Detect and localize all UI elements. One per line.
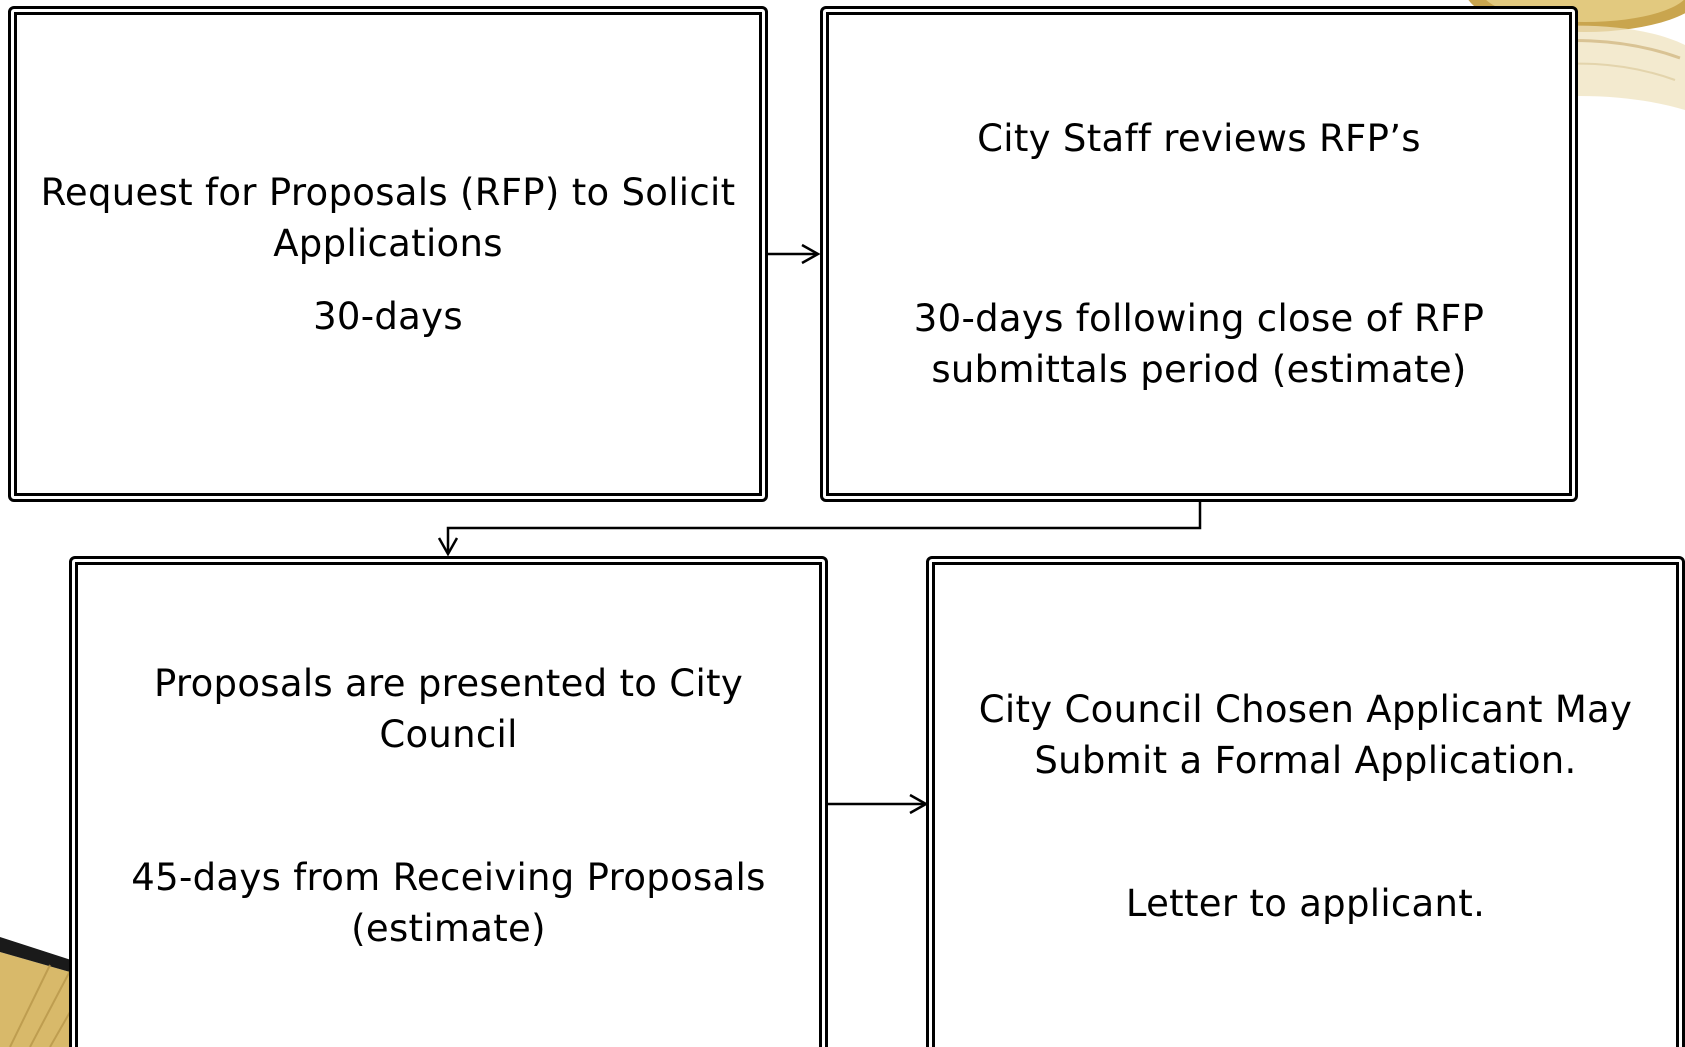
step-council-title-line-1: Proposals are presented to City xyxy=(153,662,744,705)
step-rfp-duration: 30-days xyxy=(313,294,463,338)
step-council-title-line-2: Council xyxy=(379,713,518,756)
step-box-rfp: Request for Proposals (RFP) to Solicit A… xyxy=(8,6,768,502)
step-application-note: Letter to applicant. xyxy=(1125,881,1486,925)
step-rfp-title-line-2: Applications xyxy=(273,221,503,265)
step-box-review: City Staff reviews RFP’s 30-days followi… xyxy=(820,6,1578,502)
step-application-title-line-1: City Council Chosen Applicant May xyxy=(978,687,1633,731)
step-council-duration-line-2: (estimate) xyxy=(351,907,546,950)
step-box-council: Proposals are presented to City Council … xyxy=(69,556,828,1047)
step-box-application: City Council Chosen Applicant May Submit… xyxy=(926,556,1685,1047)
arrow-rfp-to-review xyxy=(766,243,821,265)
step-review-duration-line-1: 30-days following close of RFP xyxy=(913,297,1485,340)
step-council-duration-line-1: 45-days from Receiving Proposals xyxy=(131,856,766,899)
step-rfp-title-line-1: Request for Proposals (RFP) to Solicit xyxy=(40,170,736,214)
step-review-title-line-1: City Staff reviews RFP’s xyxy=(977,117,1421,160)
arrow-council-to-application xyxy=(826,793,929,815)
arrow-review-to-council xyxy=(437,498,1202,557)
step-application-title-line-2: Submit a Formal Application. xyxy=(1034,738,1577,782)
step-review-duration-line-2: submittals period (estimate) xyxy=(931,348,1467,391)
